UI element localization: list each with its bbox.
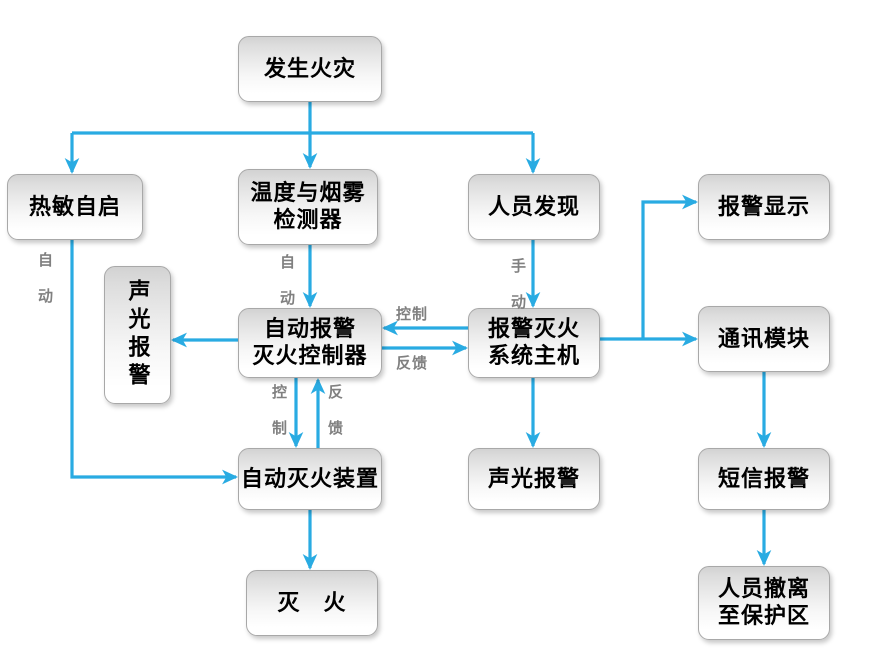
node-human-discovery[interactable]: 人员发现 bbox=[468, 174, 600, 240]
node-thermal-auto-start[interactable]: 热敏自启 bbox=[7, 174, 143, 240]
node-alarm-display[interactable]: 报警显示 bbox=[698, 174, 830, 240]
node-auto-extinguishing-device[interactable]: 自动灭火装置 bbox=[238, 448, 382, 510]
node-evacuate-to-protected-area[interactable]: 人员撤离 至保护区 bbox=[698, 566, 830, 640]
edge-label-feedback-from-device: 反 馈 bbox=[326, 384, 343, 437]
edge-label-control-host-to-controller: 控制 bbox=[396, 306, 429, 323]
edge-label-manual-human: 手 动 bbox=[509, 258, 526, 311]
node-temp-smoke-detector[interactable]: 温度与烟雾 检测器 bbox=[238, 169, 378, 245]
node-alarm-extinguish-system-host[interactable]: 报警灭火 系统主机 bbox=[468, 308, 600, 378]
edge-label-control-to-device: 控 制 bbox=[270, 384, 287, 437]
node-fire-extinguished[interactable]: 灭 火 bbox=[246, 570, 378, 636]
edge-label-auto-detector: 自 动 bbox=[278, 254, 295, 307]
node-auto-alarm-extinguish-controller[interactable]: 自动报警 灭火控制器 bbox=[238, 308, 382, 378]
edge-label-auto-thermal: 自 动 bbox=[36, 252, 53, 305]
edge-thermal-to-extinguisher bbox=[70, 240, 238, 485]
edge-label-feedback-controller-to-host: 反馈 bbox=[396, 355, 429, 372]
node-sms-alarm[interactable]: 短信报警 bbox=[698, 448, 830, 510]
edge-host-to-display bbox=[641, 194, 698, 339]
node-fire[interactable]: 发生火灾 bbox=[238, 36, 382, 102]
node-audible-visual-alarm-center[interactable]: 声光报警 bbox=[468, 448, 600, 510]
node-communication-module[interactable]: 通讯模块 bbox=[698, 306, 830, 372]
node-audible-visual-alarm-left[interactable]: 声光报警 bbox=[104, 266, 171, 404]
